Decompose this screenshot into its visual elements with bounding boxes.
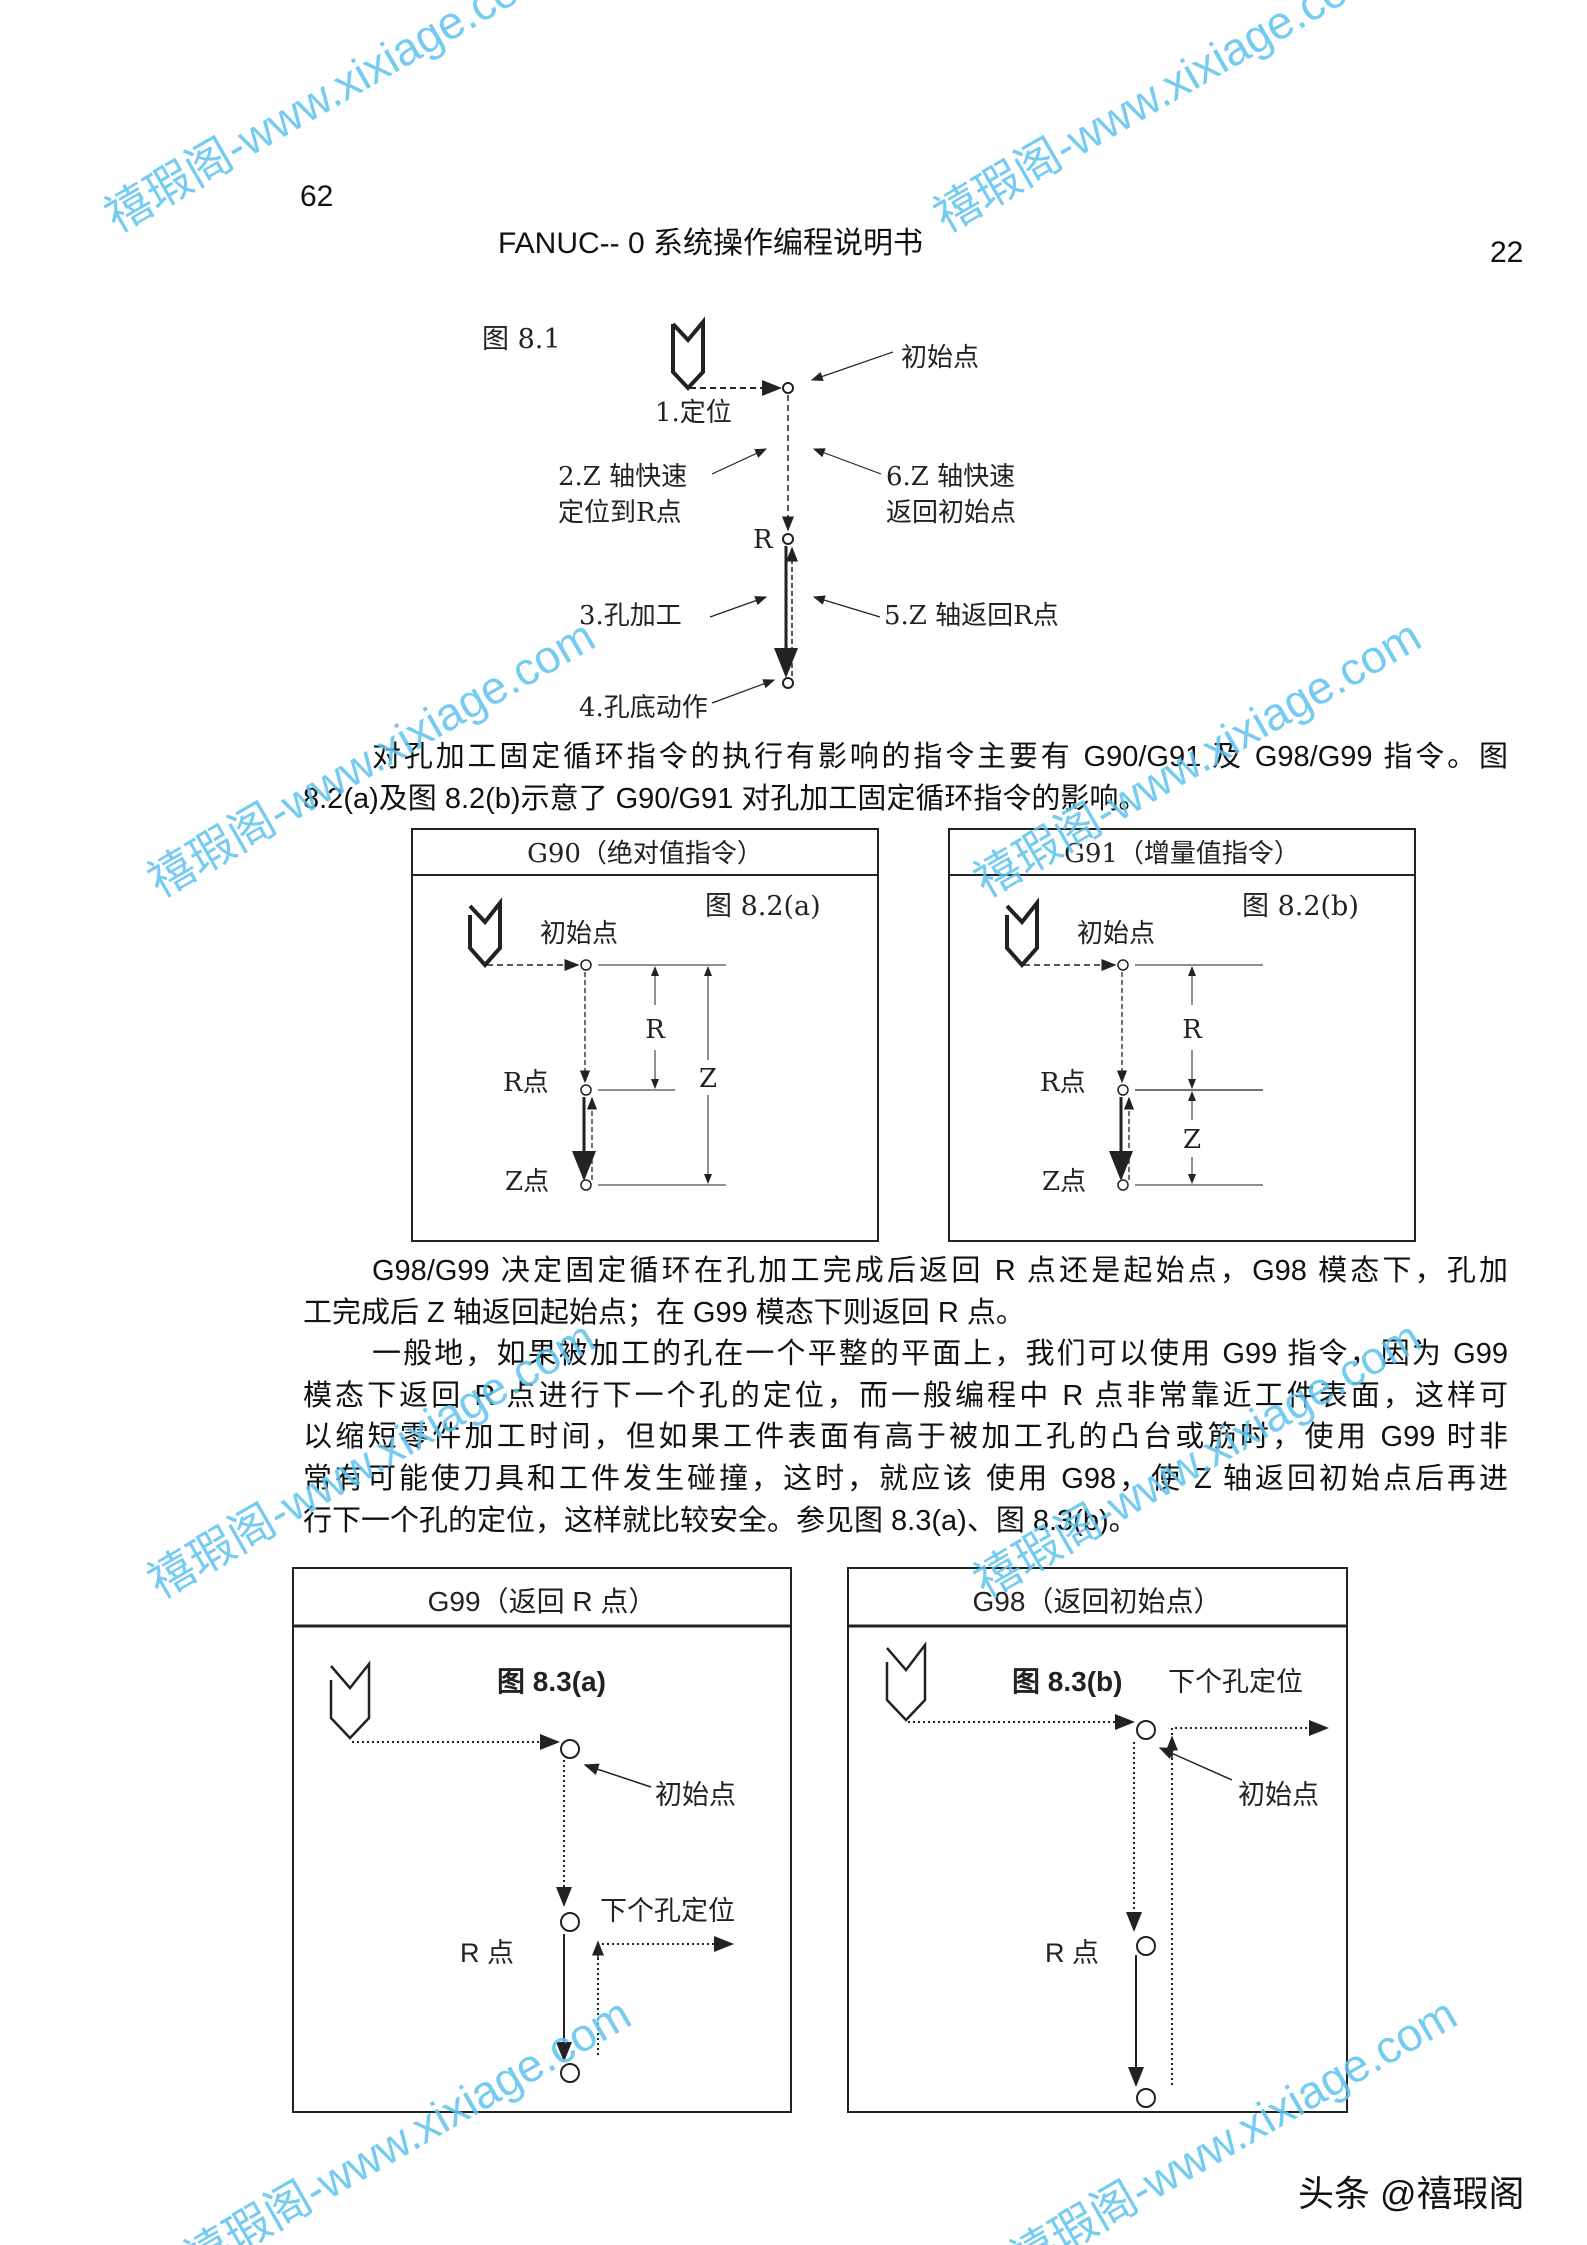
paragraph-line: 以缩短零件加工时间，但如果工件表面有高于被加工孔的凸台或筋时，使用 G99 时非 — [303, 1421, 1508, 1454]
label-z-point: Z点 — [505, 1167, 549, 1197]
label-step5: 5.Z 轴返回R点 — [884, 601, 1059, 631]
paragraph-line: 工完成后 Z 轴返回起始点；在 G99 模态下则返回 R 点。 — [303, 1296, 1025, 1329]
hole-bottom-marker — [1136, 2088, 1156, 2108]
label-step2b: 定位到R点 — [558, 498, 682, 528]
paragraph-line: 模态下返回 R 点进行下一个孔的定位，而一般编程中 R 点非常靠近工件表面，这样… — [303, 1379, 1508, 1412]
paragraph-line: 8.2(a)及图 8.2(b)示意了 G90/G91 对孔加工固定循环指令的影响… — [303, 782, 1148, 815]
label-step3: 3.孔加工 — [579, 601, 682, 631]
initial-point-marker — [1117, 959, 1129, 971]
r-point-marker — [1117, 1084, 1129, 1096]
leader-arrow — [711, 448, 768, 475]
label-r-dimension: R — [1182, 1015, 1203, 1045]
watermarks: 禧瑕阁-www.xixiage.com 禧瑕阁-www.xixiage.com … — [96, 0, 1465, 2245]
initial-point-marker — [560, 1739, 580, 1759]
figure-caption: 图 8.2(a) — [705, 891, 821, 922]
figure-frame — [948, 828, 1416, 1242]
label-initial-point: 初始点 — [655, 1780, 736, 1811]
source-attribution: 头条 @禧瑕阁 — [1298, 2173, 1525, 2214]
figure-frame — [847, 1567, 1348, 2113]
figure-caption: 图 8.2(b) — [1242, 891, 1359, 922]
label-step4: 4.孔底动作 — [579, 693, 708, 723]
label-r-point: R点 — [1040, 1068, 1086, 1098]
figure-frame — [292, 1567, 792, 2113]
page-number-left: 62 — [300, 180, 334, 213]
label-z-point: Z点 — [1042, 1167, 1086, 1197]
paragraph-1: 对孔加工固定循环指令的执行有影响的指令主要有 G90/G91 及 G98/G99… — [303, 737, 1508, 820]
figure-8-2a: G90（绝对值指令） 图 8.2(a) 初始点 R Z R点 Z点 — [411, 828, 879, 1242]
leader-arrow — [812, 448, 882, 475]
label-r: R — [753, 525, 774, 555]
label-initial-point: 初始点 — [901, 343, 979, 373]
initial-point-marker — [1136, 1720, 1156, 1740]
label-initial-point: 初始点 — [1238, 1780, 1319, 1811]
paragraph-line: 一般地，如果被加工的孔在一个平整的平面上，我们可以使用 G99 指令，因为 G9… — [372, 1338, 1508, 1371]
label-r-point: R 点 — [460, 1938, 514, 1968]
page-number-right: 22 — [1490, 236, 1524, 269]
leader-arrow — [810, 351, 894, 382]
paragraph-line: 对孔加工固定循环指令的执行有影响的指令主要有 G90/G91 及 G98/G99… — [372, 741, 1508, 773]
r-point-marker — [580, 1084, 592, 1096]
label-step6b: 返回初始点 — [886, 498, 1016, 528]
label-initial-point: 初始点 — [540, 919, 618, 949]
label-z-dimension: Z — [1183, 1125, 1201, 1155]
figure-frame — [411, 828, 879, 1242]
label-initial-point: 初始点 — [1077, 919, 1155, 949]
figure-caption: 图 8.3(b) — [1012, 1666, 1122, 1697]
label-r-point: R 点 — [1045, 1938, 1099, 1968]
label-r-dimension: R — [645, 1015, 666, 1045]
leader-arrow — [583, 1763, 652, 1788]
paragraph-line: 常有可能使刀具和工件发生碰撞，这时，就应该 使用 G98，使 Z 轴返回初始点后… — [303, 1462, 1508, 1495]
figure-8-2b: G91（增量值指令） 图 8.2(b) 初始点 R Z R点 Z点 — [948, 828, 1416, 1242]
figure-8-3a: G99（返回 R 点） 图 8.3(a) 初始点 下个孔定位 R 点 — [292, 1567, 792, 2113]
drill-tool-icon — [885, 1641, 927, 1722]
figure-caption: 图 8.1 — [482, 324, 561, 355]
hole-bottom-marker — [782, 677, 794, 689]
label-r-point: R点 — [503, 1068, 549, 1098]
label-z-dimension: Z — [699, 1064, 717, 1094]
figure-8-3b: G98（返回初始点） 图 8.3(b) 下个孔定位 初始点 R 点 — [847, 1567, 1348, 2113]
leader-arrow — [711, 679, 776, 704]
drill-tool-icon — [329, 1660, 371, 1740]
figure-title: G98（返回初始点） — [973, 1586, 1222, 1617]
r-point-marker — [782, 533, 794, 545]
label-step2a: 2.Z 轴快速 — [558, 462, 687, 492]
watermark: 禧瑕阁-www.xixiage.com — [965, 1310, 1429, 1608]
z-point-marker — [580, 1179, 592, 1191]
paragraph-line: 行下一个孔的定位，这样就比较安全。参见图 8.3(a)、图 8.3(b)。 — [303, 1504, 1138, 1537]
z-point-marker — [1117, 1179, 1129, 1191]
leader-arrow — [1158, 1747, 1233, 1781]
drill-tool-icon — [671, 316, 705, 391]
figure-title: G91（增量值指令） — [1064, 839, 1300, 869]
paragraph-2: G98/G99 决定固定循环在孔加工完成后返回 R 点还是起始点，G98 模态下… — [303, 1251, 1508, 1542]
paragraph-line: G98/G99 决定固定循环在孔加工完成后返回 R 点还是起始点，G98 模态下… — [372, 1255, 1508, 1287]
watermark: 禧瑕阁-www.xixiage.com — [139, 1310, 603, 1608]
figure-title: G90（绝对值指令） — [527, 839, 763, 869]
label-step6a: 6.Z 轴快速 — [886, 462, 1015, 492]
label-step1: 1.定位 — [655, 398, 732, 428]
figure-title: G99（返回 R 点） — [428, 1586, 657, 1617]
watermark: 禧瑕阁-www.xixiage.com — [175, 1987, 639, 2245]
drill-tool-icon — [468, 897, 502, 969]
leader-arrow — [709, 596, 768, 618]
label-next-hole: 下个孔定位 — [600, 1896, 735, 1927]
watermark: 禧瑕阁-www.xixiage.com — [96, 0, 560, 242]
r-point-marker — [560, 1912, 580, 1932]
watermark: 禧瑕阁-www.xixiage.com — [925, 0, 1389, 242]
next-hole-path — [1171, 1720, 1329, 2085]
header-title: FANUC-- 0 系统操作编程说明书 — [498, 227, 924, 260]
figure-8-1: 图 8.1 初始点 1.定位 2.Z 轴快速 定位到R点 6.Z 轴快速 返回初… — [482, 316, 1059, 723]
leader-arrow — [812, 595, 881, 618]
label-next-hole: 下个孔定位 — [1168, 1667, 1303, 1698]
initial-point-marker — [580, 959, 592, 971]
drill-tool-icon — [1005, 897, 1039, 969]
r-point-marker — [1136, 1936, 1156, 1956]
figure-caption: 图 8.3(a) — [497, 1666, 606, 1697]
initial-point-marker — [782, 382, 794, 394]
hole-bottom-marker — [560, 2063, 580, 2083]
